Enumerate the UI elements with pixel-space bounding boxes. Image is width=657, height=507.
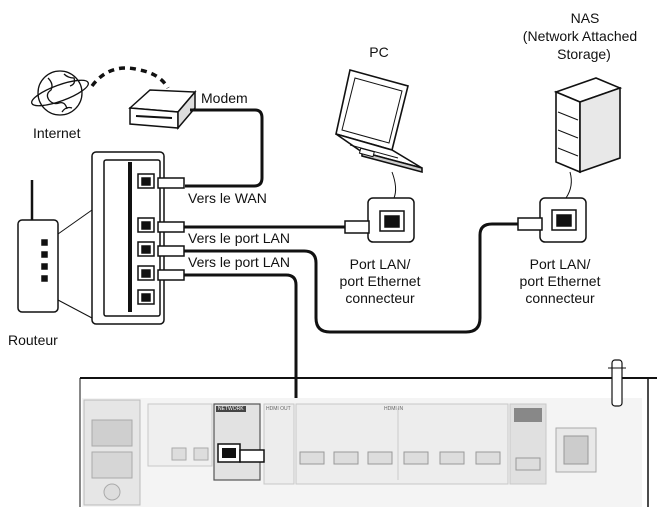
internet-link-dashed [90, 66, 170, 89]
receiver-hdmi-in-label: HDMI IN [384, 406, 404, 412]
laptop-icon [335, 69, 423, 174]
nas-label-line3: Storage) [557, 46, 611, 62]
to-lan-label-1: Vers le port LAN [188, 230, 290, 246]
internet-label: Internet [33, 125, 81, 141]
modem-icon [128, 89, 197, 131]
nas-icon [553, 77, 623, 174]
pc-lan-plug [344, 220, 370, 234]
nas-label: NAS [570, 10, 600, 26]
nas-label-line2: (Network Attached [522, 28, 638, 44]
nas-port-label-line1: Port LAN/ [529, 256, 591, 272]
modem-label: Modem [201, 90, 248, 106]
nas-port-label-line2: port Ethernet [519, 273, 601, 289]
to-lan-label-2: Vers le port LAN [188, 254, 290, 270]
pc-port-label-line1: Port LAN/ [349, 256, 411, 272]
modem-wan-cable [185, 108, 264, 188]
nas-lan-port [539, 197, 587, 243]
receiver-rear-panel [79, 359, 657, 507]
receiver-network-label: NETWORK [216, 406, 246, 412]
pc-port-label-line2: port Ethernet [339, 273, 421, 289]
receiver-network-plug [239, 449, 265, 463]
pc-lan-port [367, 197, 415, 243]
pc-port-label-line3: connecteur [345, 290, 415, 306]
nas-port-label-line3: connecteur [525, 290, 595, 306]
router-nas-cable [184, 222, 520, 334]
router-icon [17, 180, 59, 313]
router-port-panel [91, 151, 165, 325]
receiver-hdmi-out-label: HDMI OUT [266, 406, 291, 412]
nas-lan-plug [517, 217, 543, 231]
pc-label: PC [369, 44, 389, 60]
router-label: Routeur [8, 332, 58, 348]
internet-globe-icon [31, 70, 89, 116]
to-wan-label: Vers le WAN [188, 190, 267, 206]
